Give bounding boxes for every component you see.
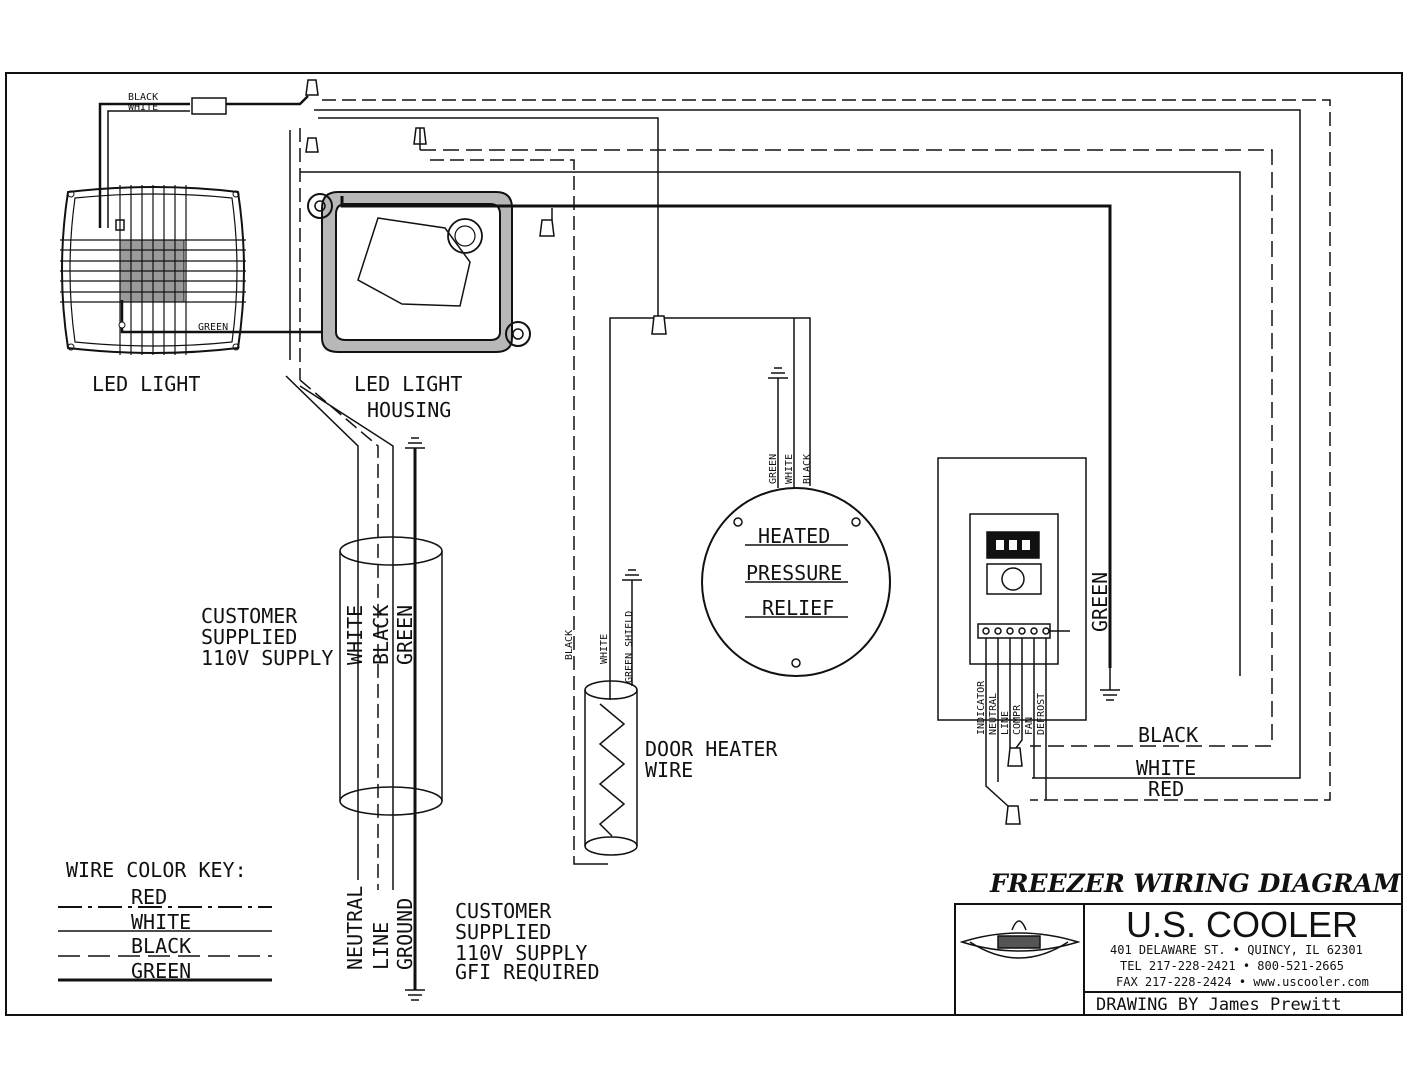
wire-key-title: WIRE COLOR KEY: <box>66 858 247 882</box>
terminal-indicator: INDICATOR <box>976 680 987 735</box>
led-light <box>60 185 246 355</box>
cable-label-black: BLACK <box>369 605 393 665</box>
company-fax: FAX 217-228-2424 • www.uscooler.com <box>1116 975 1369 989</box>
terminal-neutral: NEUTRAL <box>988 693 999 735</box>
supply-ground-symbol <box>405 989 425 1001</box>
led-top-wire-white: WHITE <box>128 102 158 113</box>
heater-wire-green-shield: GREEN SHIELD <box>624 611 635 683</box>
diagram-title: FREEZER WIRING DIAGRAM <box>989 869 1402 898</box>
title-block <box>954 903 1403 1016</box>
cable-label-green: GREEN <box>393 605 417 665</box>
terminal-fan: FAN <box>1024 717 1035 735</box>
customer-supply-2: SUPPLIED <box>201 625 297 649</box>
bus-label-white: WHITE <box>1136 756 1196 780</box>
wire-key-white: WHITE <box>131 910 191 934</box>
pressure-relief-wiring <box>701 318 891 677</box>
wire-key-green: GREEN <box>131 959 191 983</box>
led-light-green-label: GREEN <box>198 322 228 333</box>
customer-supply-1: CUSTOMER <box>201 604 298 628</box>
wire-key-red: RED <box>131 885 167 909</box>
led-housing-label-2: HOUSING <box>367 398 451 422</box>
door-heater-label-1: DOOR HEATER <box>645 737 778 761</box>
terminal-compr: COMPR <box>1012 704 1023 735</box>
led-housing-label-1: LED LIGHT <box>354 372 462 396</box>
supply-neutral-label: NEUTRAL <box>343 886 367 970</box>
wire-nuts <box>305 79 1023 825</box>
drawing-border <box>5 72 1403 1016</box>
pressure-relief-label-1: HEATED <box>758 524 830 548</box>
heater-wire-white: WHITE <box>599 634 610 664</box>
gfi-supply-2: SUPPLIED <box>455 920 551 944</box>
controller-green-label: GREEN <box>1088 572 1112 632</box>
led-light-housing <box>307 191 531 353</box>
bus-wiring <box>289 99 1331 860</box>
relief-wire-black: BLACK <box>802 454 813 484</box>
relief-wire-white: WHITE <box>784 454 795 484</box>
wire-key-black: BLACK <box>131 934 191 958</box>
wire-color-key: WIRE COLOR KEY: RED WHITE BLACK GREEN <box>58 858 272 983</box>
temperature-controller <box>937 457 1120 807</box>
company-logo <box>959 920 1081 959</box>
pressure-relief-label-3: RELIEF <box>762 596 834 620</box>
led-light-label: LED LIGHT <box>92 372 200 396</box>
company-name: U.S. COOLER <box>1126 904 1358 945</box>
door-heater-wiring <box>573 317 811 865</box>
pressure-relief-label-2: PRESSURE <box>746 561 842 585</box>
bus-label-black: BLACK <box>1138 723 1198 747</box>
cable-label-white: WHITE <box>343 605 367 665</box>
gfi-supply-4: GFI REQUIRED <box>455 960 600 984</box>
door-heater-label-2: WIRE <box>645 758 693 782</box>
relief-wire-green: GREEN <box>768 454 779 484</box>
terminal-line: LINE <box>1000 711 1011 735</box>
heater-wire-black: BLACK <box>564 630 575 660</box>
gfi-supply-1: CUSTOMER <box>455 899 552 923</box>
drawn-by: DRAWING BY James Prewitt <box>1096 995 1342 1015</box>
supply-ground-label: GROUND <box>393 898 417 970</box>
gfi-supply-3: 110V SUPPLY <box>455 941 587 965</box>
customer-supply-3: 110V SUPPLY <box>201 646 333 670</box>
terminal-defrost: DEFROST <box>1036 693 1047 735</box>
company-address: 401 DELAWARE ST. • QUINCY, IL 62301 <box>1110 943 1363 957</box>
supply-cable-sleeve <box>339 536 443 816</box>
bus-label-red: RED <box>1148 777 1184 801</box>
supply-line-label: LINE <box>369 922 393 970</box>
led-top-wire-black: BLACK <box>128 92 158 103</box>
controller-terminal-labels: INDICATOR NEUTRAL LINE COMPR FAN DEFROST <box>976 680 1047 735</box>
company-tel: TEL 217-228-2421 • 800-521-2665 <box>1120 959 1344 973</box>
